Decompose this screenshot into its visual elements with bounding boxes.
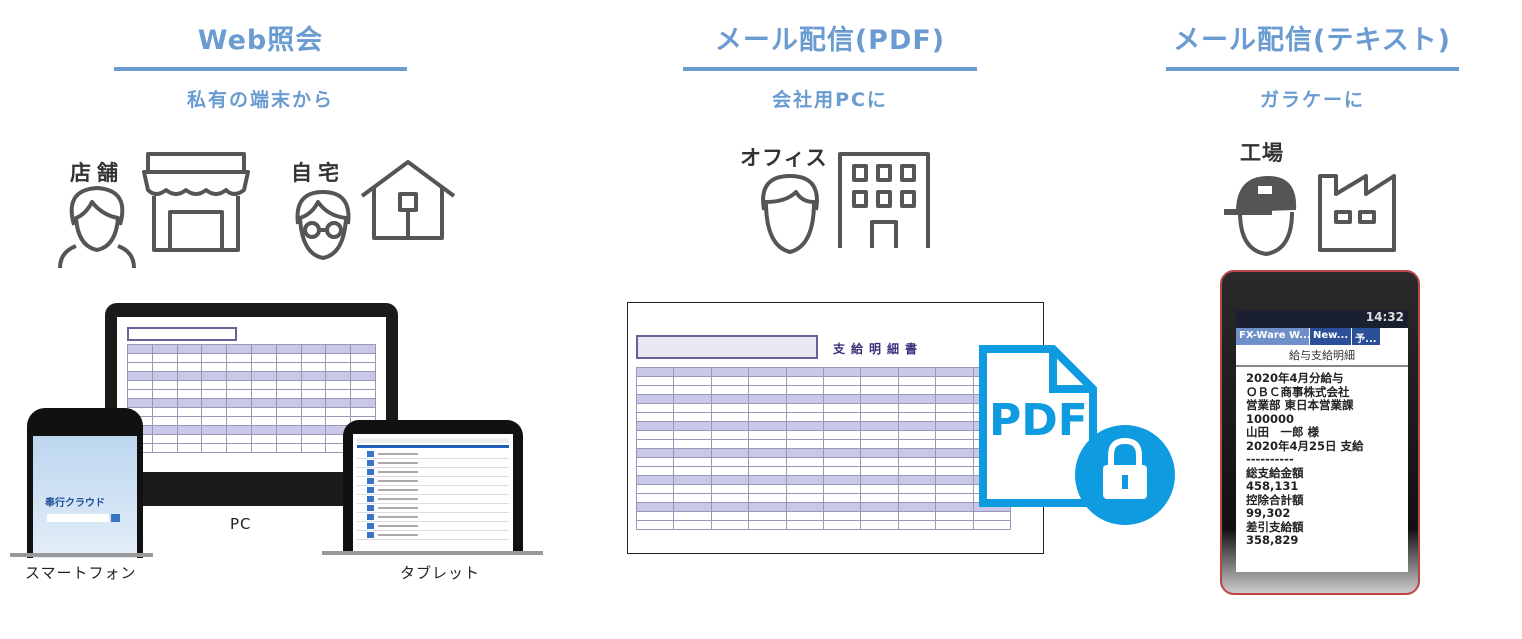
- house-icon: [360, 160, 456, 240]
- table-row: [127, 434, 376, 444]
- web-subtitle: 私有の端末から: [186, 89, 334, 111]
- phone-message-header: 給与支給明細: [1236, 345, 1408, 367]
- pdf-lock-icon: PDF: [979, 345, 1175, 525]
- table-row: [635, 412, 1012, 422]
- message-line: 山田 一郎 様: [1246, 425, 1320, 439]
- tablet-baseline: [322, 551, 543, 555]
- table-row: [635, 484, 1012, 494]
- tablet-device: [343, 420, 523, 555]
- pdf-title: メール配信(PDF): [714, 25, 946, 56]
- table-row: [635, 385, 1012, 395]
- web-divider: [114, 67, 407, 71]
- text-divider: [1166, 67, 1459, 71]
- man-glasses-person-icon: [295, 190, 351, 260]
- table-row: [635, 367, 1012, 377]
- table-row: [127, 398, 376, 408]
- table-row: [635, 394, 1012, 404]
- text-subtitle: ガラケーに: [1259, 89, 1365, 111]
- phone-tab[interactable]: FX-Ware W...: [1236, 328, 1310, 345]
- message-line: 2020年4月分給与: [1246, 371, 1344, 385]
- store-label: 店舗: [70, 161, 124, 185]
- list-item[interactable]: [357, 450, 509, 459]
- office-label: オフィス: [740, 146, 828, 170]
- smartphone-baseline: [10, 553, 153, 557]
- table-row: [635, 376, 1012, 386]
- factory-icon: [1318, 174, 1396, 252]
- office-worker-icon: [761, 174, 819, 254]
- table-row: [127, 371, 376, 381]
- message-line: 控除合計額: [1246, 492, 1304, 507]
- table-row: [635, 502, 1012, 512]
- list-item[interactable]: [357, 468, 509, 477]
- pdf-subtitle: 会社用PCに: [772, 89, 888, 111]
- login-button[interactable]: [111, 514, 120, 522]
- tablet-label: タブレット: [400, 564, 481, 582]
- table-row: [127, 344, 376, 354]
- table-row: [635, 511, 1012, 521]
- list-item[interactable]: [357, 477, 509, 486]
- app-logo: 奉行クラウド: [45, 498, 105, 509]
- factory-worker-icon: [1224, 176, 1297, 257]
- login-input[interactable]: [47, 514, 109, 522]
- table-row: [635, 421, 1012, 431]
- message-line: 総支給金額: [1246, 465, 1304, 480]
- message-line: ＯＢＣ商事株式会社: [1246, 384, 1350, 399]
- list-item[interactable]: [357, 459, 509, 468]
- text-title: メール配信(テキスト): [1173, 25, 1451, 56]
- phone-tab[interactable]: 予...: [1352, 328, 1381, 345]
- woman-person-icon: [58, 186, 136, 269]
- table-row: [635, 493, 1012, 503]
- table-row: [635, 439, 1012, 449]
- feature-phone: 14:32 FX-Ware W... New... 予... 給与支給明細 20…: [1220, 270, 1420, 595]
- table-row: [127, 416, 376, 426]
- message-line: 差引支給額: [1246, 519, 1304, 534]
- table-row: [635, 466, 1012, 476]
- table-row: [635, 448, 1012, 458]
- table-row: [635, 430, 1012, 440]
- table-row: [127, 407, 376, 417]
- list-item[interactable]: [357, 504, 509, 513]
- list-item[interactable]: [357, 486, 509, 495]
- table-row: [635, 520, 1012, 530]
- tablet-screen: [353, 434, 513, 555]
- status-bar-clock: 14:32: [1236, 310, 1408, 328]
- message-line: 99,302: [1246, 506, 1291, 520]
- phone-tab[interactable]: New...: [1310, 328, 1353, 345]
- pc-payslip-table: [127, 344, 376, 453]
- pc-label: PC: [230, 515, 252, 533]
- table-row: [127, 353, 376, 363]
- message-line: 2020年4月25日 支給: [1246, 438, 1364, 453]
- table-row: [127, 443, 376, 453]
- table-row: [635, 457, 1012, 467]
- home-label: 自宅: [291, 161, 345, 185]
- list-item[interactable]: [357, 522, 509, 531]
- list-item[interactable]: [357, 495, 509, 504]
- store-icon: [142, 152, 250, 252]
- table-row: [635, 475, 1012, 485]
- office-building-icon: [838, 152, 930, 248]
- message-line: 358,829: [1246, 533, 1299, 547]
- table-row: [127, 425, 376, 435]
- web-title: Web照会: [197, 25, 324, 56]
- message-line: 営業部 東日本営業課: [1246, 398, 1354, 412]
- list-item[interactable]: [357, 513, 509, 522]
- message-line: ----------: [1246, 452, 1294, 466]
- pdf-text: PDF: [989, 395, 1088, 446]
- smartphone-label: スマートフォン: [25, 564, 137, 582]
- doc-title: 支給明細書: [833, 342, 924, 356]
- doc-payslip-table: [635, 367, 1012, 530]
- table-row: [127, 389, 376, 399]
- table-row: [127, 362, 376, 372]
- smartphone-device: 奉行クラウド: [27, 408, 143, 558]
- table-row: [635, 403, 1012, 413]
- feature-phone-screen: 14:32 FX-Ware W... New... 予... 給与支給明細 20…: [1236, 310, 1408, 572]
- list-item[interactable]: [357, 531, 509, 540]
- smartphone-screen: 奉行クラウド: [33, 436, 137, 558]
- message-line: 458,131: [1246, 479, 1299, 493]
- table-row: [127, 380, 376, 390]
- pdf-divider: [683, 67, 977, 71]
- factory-label: 工場: [1240, 141, 1284, 165]
- message-line: 100000: [1246, 411, 1295, 426]
